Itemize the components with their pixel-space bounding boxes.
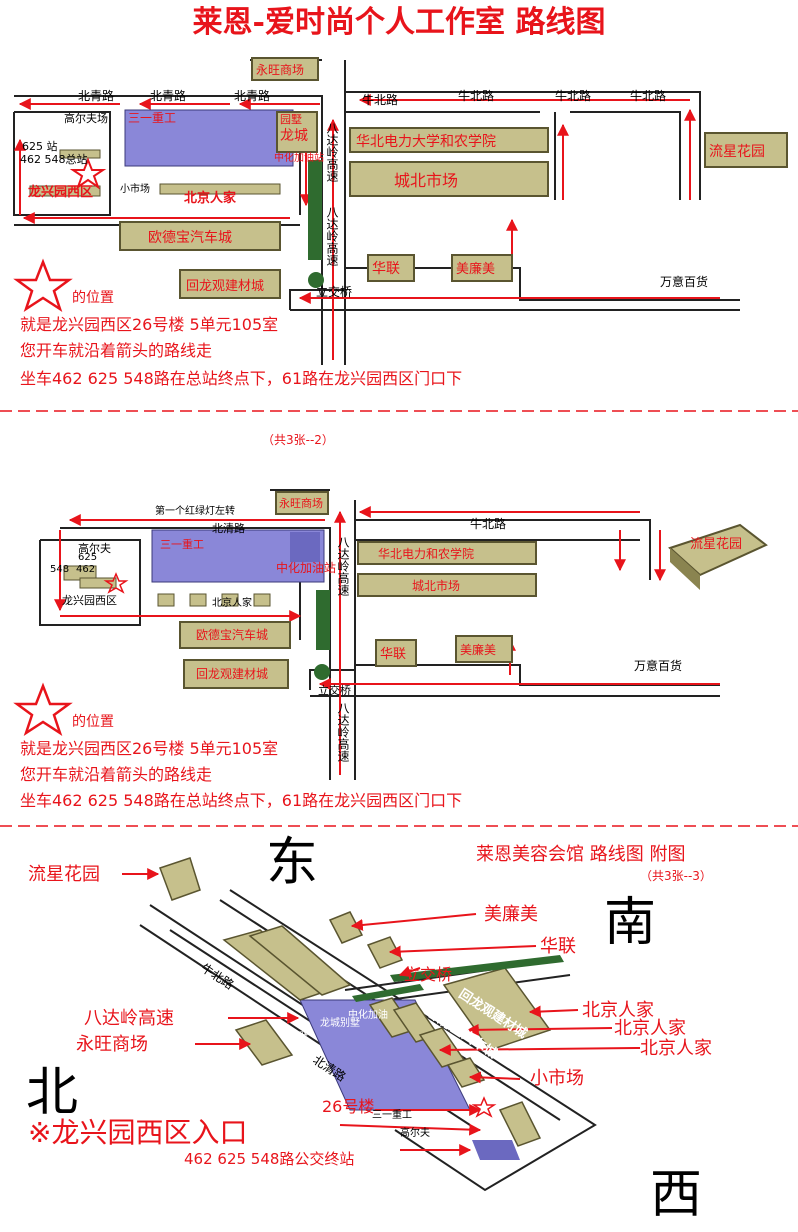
place-longcheng: 龙城 xyxy=(280,128,308,144)
map3-bus: 462 625 548路公交终站 xyxy=(184,1150,354,1168)
map2-road-lijiao: 立交桥 xyxy=(318,683,351,697)
map2-place-gaoerfu: 高尔夫 xyxy=(78,541,111,555)
road-niubei-1: 牛北路 xyxy=(362,92,398,107)
place-hualian: 华联 xyxy=(372,261,400,277)
place-yongwang: 永旺商场 xyxy=(256,62,304,77)
map2-place-beijingrenjia: 北京人家 xyxy=(212,596,252,609)
road-niubei-3: 牛北路 xyxy=(555,88,591,103)
map3-jingfeng: 园墅 xyxy=(288,1031,308,1043)
road-beiqing-2: 北青路 xyxy=(150,88,186,103)
map3-niubei: 牛北路 xyxy=(198,960,236,992)
map2-note-3: 坐车462 625 548路在总站终点下，61路在龙兴园西区门口下 xyxy=(20,791,462,810)
road-hongludeng: 第一个红绿灯左转 xyxy=(155,504,235,517)
map3-yongwang: 永旺商场 xyxy=(76,1034,148,1055)
map3-zhonghua: 中化加油 xyxy=(348,1008,388,1021)
map2-bus-548: 548 xyxy=(50,564,69,575)
map2-road-badaling-2: 八达岭高速 xyxy=(336,702,350,762)
place-gaoerfu: 高尔夫场 xyxy=(64,111,108,125)
road-badaling-2: 八达岭高速 xyxy=(325,206,339,266)
map-1: 北青路 北青路 北青路 牛北路 牛北路 牛北路 牛北路 立交桥 万意百货 高尔夫… xyxy=(13,57,788,388)
road-beiqing-3: 北青路 xyxy=(234,88,270,103)
map2-place-sanyi: 三一重工 xyxy=(160,537,204,551)
road-badaling: 八达岭高速 xyxy=(325,122,339,182)
map2-place-meilianmei: 美廉美 xyxy=(460,642,496,657)
map2-caption: （共3张--2） xyxy=(262,433,334,447)
place-jingfeng: 园墅 xyxy=(280,113,302,126)
place-zhonghua: 中化加油站 xyxy=(274,151,324,164)
legend-star-icon xyxy=(13,258,73,312)
map3-beijingrenjia-1: 北京人家 xyxy=(582,1000,654,1021)
map2-place-liuxing: 流星花园 xyxy=(690,536,742,552)
map1-note-2: 您开车就沿着箭头的路线走 xyxy=(20,341,212,360)
place-huabei: 华北电力大学和农学院 xyxy=(356,134,496,150)
map3-beijingrenjia-2: 北京人家 xyxy=(614,1018,686,1039)
map3-beijingrenjia-3: 北京人家 xyxy=(640,1038,712,1059)
map3-lijiao: 立交桥 xyxy=(404,965,452,984)
map3-caption: （共3张--3） xyxy=(640,869,712,883)
map3-meilianmei: 美廉美 xyxy=(484,904,538,925)
map3-location-star-icon xyxy=(471,1096,497,1118)
map3-badaling: 八达岭高速 xyxy=(84,1008,174,1029)
road-niubei-2: 牛北路 xyxy=(458,88,494,103)
map2-note-2: 您开车就沿着箭头的路线走 xyxy=(20,765,212,784)
place-sanyi: 三一重工 xyxy=(128,111,176,125)
map-2: 第一个红绿灯左转 北清路 牛北路 永旺商场 高尔夫 三一重工 中化加油站 华北电… xyxy=(13,489,768,810)
map2-place-longxingyuan: 龙兴园西区 xyxy=(62,594,117,607)
map2-bus-462: 462 xyxy=(76,564,95,575)
map3-lou26: 26号楼 xyxy=(322,1097,374,1116)
map1-note-1: 就是龙兴园西区26号楼 5单元105室 xyxy=(20,315,278,334)
map2-place-wanyi: 万意百货 xyxy=(634,658,682,673)
location-star-icon xyxy=(69,157,107,190)
compass-south: 南 xyxy=(604,893,656,953)
map1-note-3: 坐车462 625 548路在总站终点下，61路在龙兴园西区门口下 xyxy=(20,369,462,388)
map3-sanyi: 三一重工 xyxy=(372,1108,412,1121)
place-huilongguan: 回龙观建材城 xyxy=(186,279,264,294)
place-bus-stop: 625 站 xyxy=(22,139,58,153)
place-oudebao: 欧德宝汽车城 xyxy=(148,229,232,246)
road-beiqing-2: 北清路 xyxy=(212,522,245,535)
map3-longcheng: 龙城别墅 xyxy=(320,1016,360,1029)
map2-place-yongwang: 永旺商场 xyxy=(279,496,323,510)
map3-liuxing: 流星花园 xyxy=(28,864,100,885)
map2-place-oudebao: 欧德宝汽车城 xyxy=(196,627,268,642)
map3-title: 莱恩美容会馆 路线图 附图 xyxy=(476,844,685,865)
place-xiaoshichang: 小市场 xyxy=(120,182,150,195)
road-niubei-2: 牛北路 xyxy=(470,516,506,531)
place-liuxing: 流星花园 xyxy=(709,144,765,160)
map-3: 莱恩美容会馆 路线图 附图 （共3张--3） 东 南 北 西 xyxy=(26,833,712,1225)
compass-north: 北 xyxy=(26,1063,78,1123)
map3-hualian: 华联 xyxy=(540,936,576,957)
place-chengbei: 城北市场 xyxy=(394,171,458,190)
road-beiqing-1: 北青路 xyxy=(78,88,114,103)
place-wanyi: 万意百货 xyxy=(660,274,708,289)
page-title: 莱恩-爱时尚个人工作室 路线图 xyxy=(193,5,606,40)
map2-location-star-icon xyxy=(103,572,129,594)
map3-entrance: ※龙兴园西区入口 xyxy=(28,1116,247,1149)
map2-bus-625: 625 xyxy=(78,552,97,563)
map2-road-badaling: 八达岭高速 xyxy=(336,536,350,596)
place-longxingyuan: 龙兴园西区 xyxy=(28,184,93,200)
place-beijingrenjia: 北京人家 xyxy=(184,190,237,206)
compass-east: 东 xyxy=(266,833,318,893)
road-niubei-4: 牛北路 xyxy=(630,88,666,103)
place-meilianmei: 美廉美 xyxy=(456,261,495,277)
map2-star-label: 的位置 xyxy=(72,714,114,730)
compass-west: 西 xyxy=(650,1165,702,1225)
map2-place-huilongguan: 回龙观建材城 xyxy=(196,667,268,681)
road-lijiao: 立交桥 xyxy=(316,284,352,299)
place-bus-stop-2: 462 548总站 xyxy=(20,152,88,166)
map3-gaoerfu: 高尔夫 xyxy=(400,1126,430,1139)
map1-star-label: 的位置 xyxy=(72,290,114,306)
map2-place-chengbei: 城北市场 xyxy=(412,578,460,593)
map2-place-hualian: 华联 xyxy=(380,647,406,662)
map2-place-zhonghua: 中化加油站 xyxy=(276,560,336,575)
map2-place-huabei: 华北电力和农学院 xyxy=(378,546,474,561)
map3-xiaoshichang: 小市场 xyxy=(530,1068,584,1089)
map2-note-1: 就是龙兴园西区26号楼 5单元105室 xyxy=(20,739,278,758)
map2-legend-star-icon xyxy=(13,682,73,736)
